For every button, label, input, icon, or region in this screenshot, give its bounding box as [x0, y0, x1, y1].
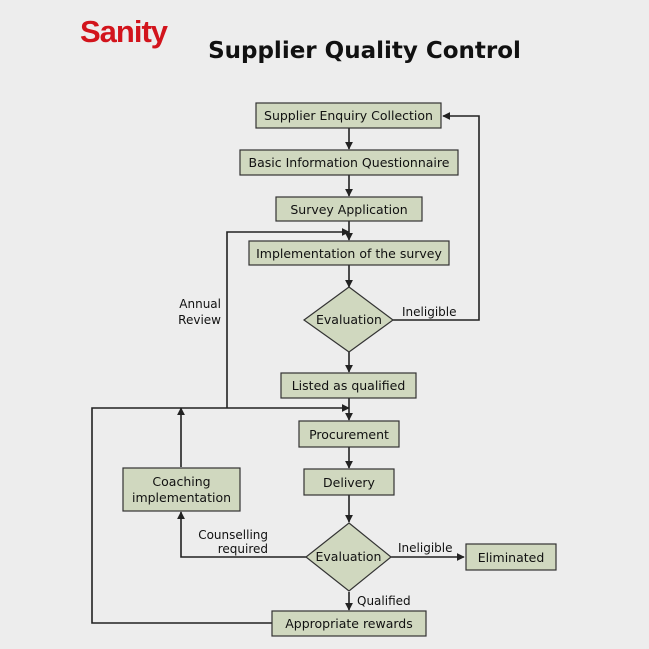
svg-text:Listed as qualified: Listed as qualified — [292, 378, 406, 393]
brand-logo: Sanity — [80, 14, 168, 49]
svg-text:Procurement: Procurement — [309, 427, 389, 442]
node-implementation-survey: Implementation of the survey — [248, 240, 450, 266]
svg-text:Delivery: Delivery — [323, 475, 375, 490]
svg-text:Evaluation: Evaluation — [316, 312, 382, 327]
svg-text:Appropriate rewards: Appropriate rewards — [285, 616, 413, 631]
node-coaching: Coaching implementation — [122, 467, 241, 512]
node-supplier-enquiry: Supplier Enquiry Collection — [255, 102, 442, 129]
svg-text:implementation: implementation — [132, 490, 231, 505]
svg-text:Implementation of the survey: Implementation of the survey — [256, 246, 442, 261]
node-listed-qualified: Listed as qualified — [280, 372, 417, 399]
svg-text:Evaluation: Evaluation — [316, 549, 382, 564]
edge-annual-review — [226, 228, 350, 408]
label-annual: Annual — [179, 297, 221, 311]
node-evaluation-2: Evaluation — [305, 522, 392, 592]
label-counselling: Counselling — [198, 528, 268, 542]
flow-edges — [91, 112, 480, 624]
node-eliminated: Eliminated — [465, 543, 557, 571]
node-delivery: Delivery — [303, 468, 395, 496]
label-review: Review — [178, 313, 221, 327]
label-ineligible-1: Ineligible — [402, 305, 456, 319]
node-appropriate-rewards: Appropriate rewards — [271, 610, 427, 637]
node-evaluation-1: Evaluation — [302, 286, 395, 353]
node-procurement: Procurement — [298, 420, 400, 448]
svg-text:Basic Information Questionnair: Basic Information Questionnaire — [249, 155, 450, 170]
svg-text:Coaching: Coaching — [152, 474, 210, 489]
svg-text:Eliminated: Eliminated — [478, 550, 545, 565]
svg-text:Survey Application: Survey Application — [290, 202, 407, 217]
label-ineligible-2: Ineligible — [398, 541, 452, 555]
label-qualified: Qualified — [357, 594, 411, 608]
edge-counselling — [177, 511, 306, 558]
svg-text:Supplier Enquiry Collection: Supplier Enquiry Collection — [264, 108, 433, 123]
page-title: Supplier Quality Control — [208, 38, 521, 64]
node-survey-application: Survey Application — [275, 196, 423, 222]
label-required: required — [218, 542, 268, 556]
edge-ineligible-loop — [393, 112, 480, 321]
node-basic-questionnaire: Basic Information Questionnaire — [239, 149, 459, 176]
edge-rewards-loop — [91, 407, 272, 624]
